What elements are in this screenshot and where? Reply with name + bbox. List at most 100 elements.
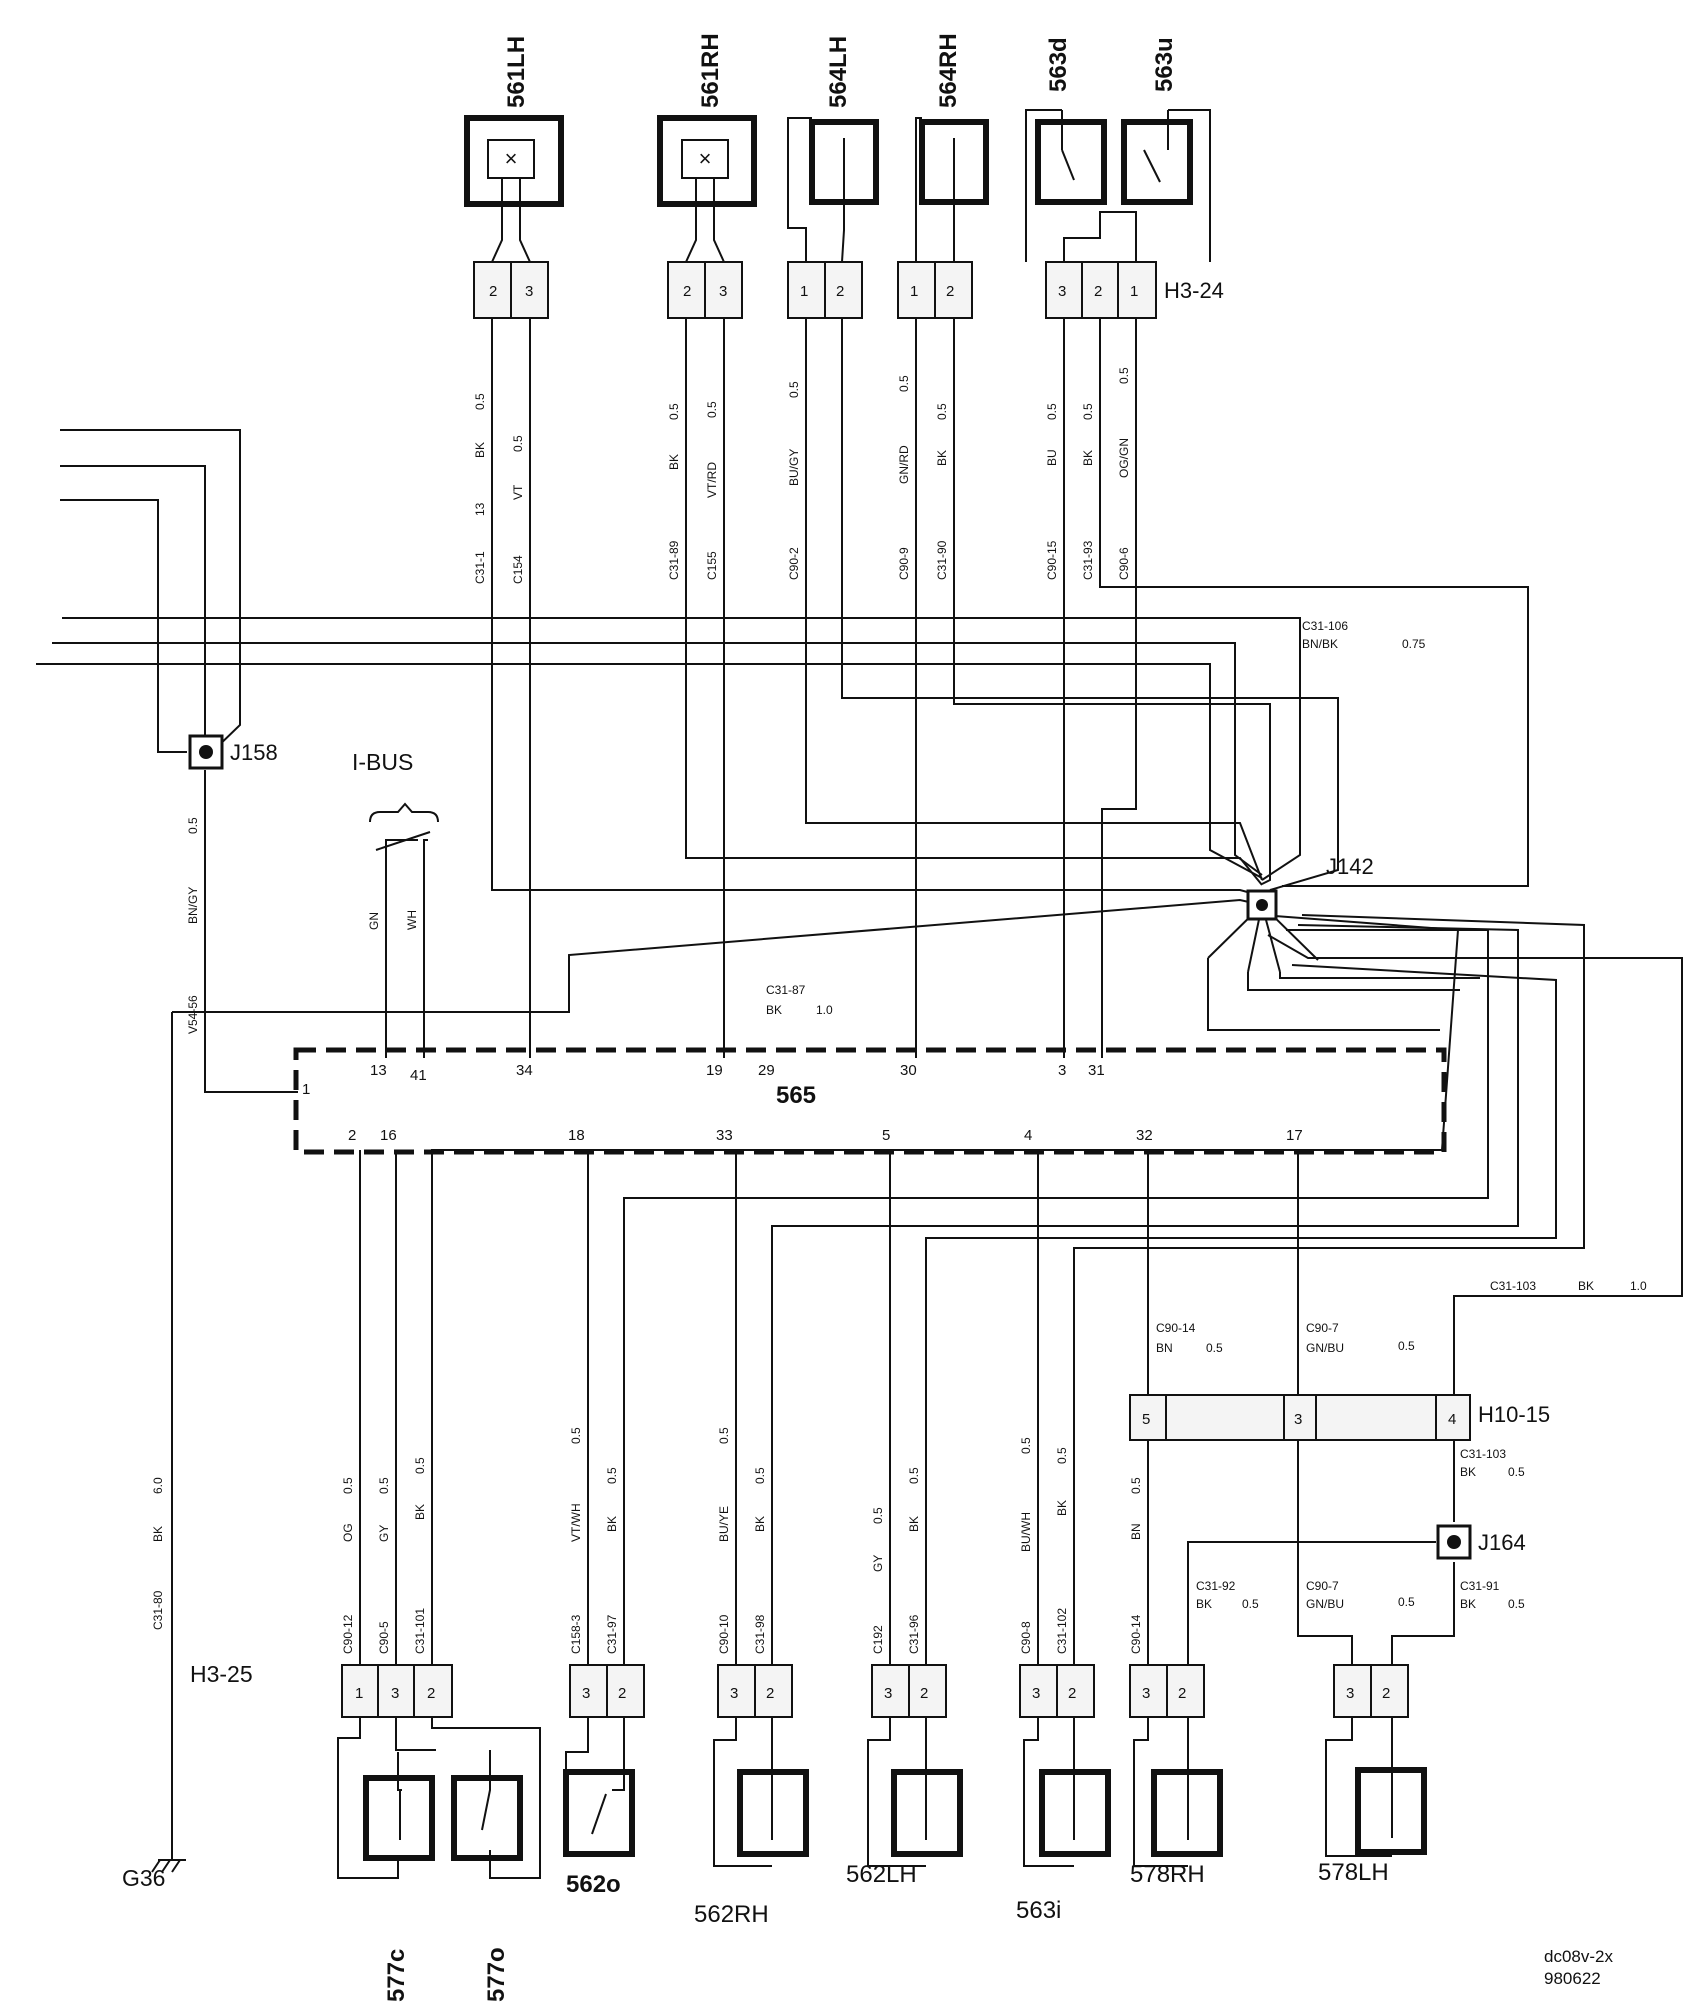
component-564rh: 564RH xyxy=(915,33,989,262)
pin-label: 2 xyxy=(427,1685,435,1702)
svg-text:C158-3: C158-3 xyxy=(569,1614,583,1654)
module-pin-17: 17 xyxy=(1286,1127,1303,1144)
svg-text:0.5: 0.5 xyxy=(1508,1597,1525,1611)
svg-text:C90-15: C90-15 xyxy=(1045,540,1059,580)
svg-text:J164: J164 xyxy=(1478,1530,1526,1555)
module-pin-1: 1 xyxy=(302,1081,310,1098)
pin-label: 2 xyxy=(1094,283,1102,300)
connector-label-h3-25: H3-25 xyxy=(190,1661,253,1687)
svg-text:0.5: 0.5 xyxy=(511,435,525,452)
wire-labels-bottom: C90-12 OG 0.5 C90-5 GY 0.5 C31-101 BK 0.… xyxy=(341,1427,1143,1654)
svg-text:0.5: 0.5 xyxy=(1206,1341,1223,1355)
connector-h10-15: 5 3 4 H10-15 xyxy=(1129,1394,1550,1441)
svg-text:0.5: 0.5 xyxy=(753,1467,767,1484)
svg-text:C155: C155 xyxy=(705,551,719,580)
svg-text:0.5: 0.5 xyxy=(1045,403,1059,420)
pin-label: 2 xyxy=(766,1685,774,1702)
svg-text:0.5: 0.5 xyxy=(1398,1339,1415,1353)
svg-text:C31-103: C31-103 xyxy=(1490,1279,1536,1293)
svg-text:BK: BK xyxy=(1081,450,1095,466)
svg-text:1.0: 1.0 xyxy=(1630,1279,1647,1293)
svg-text:0.5: 0.5 xyxy=(705,401,719,418)
svg-text:0.5: 0.5 xyxy=(377,1477,391,1494)
svg-text:GN/RD: GN/RD xyxy=(897,445,911,484)
svg-text:BK: BK xyxy=(1460,1597,1476,1611)
svg-text:BN/BK: BN/BK xyxy=(1302,637,1338,651)
svg-text:0.5: 0.5 xyxy=(1129,1477,1143,1494)
pin-label: 3 xyxy=(1346,1685,1354,1702)
svg-text:C90-12: C90-12 xyxy=(341,1614,355,1654)
svg-text:0.5: 0.5 xyxy=(897,375,911,392)
cross-icon: × xyxy=(699,146,712,171)
connector-577: 1 3 2 577c 577o xyxy=(337,1664,541,2002)
svg-text:BK: BK xyxy=(473,442,487,458)
svg-text:GY: GY xyxy=(871,1555,885,1572)
pin-label: 2 xyxy=(946,283,954,300)
svg-text:0.5: 0.5 xyxy=(1117,367,1131,384)
connector-label-h10-15: H10-15 xyxy=(1478,1402,1550,1427)
svg-text:C90-5: C90-5 xyxy=(377,1621,391,1654)
svg-text:0.5: 0.5 xyxy=(787,381,801,398)
ground-label: G36 xyxy=(122,1865,165,1891)
svg-text:BN: BN xyxy=(1156,1341,1173,1355)
component-label-578lh: 578LH xyxy=(1318,1859,1389,1886)
svg-text:C31-101: C31-101 xyxy=(413,1608,427,1654)
svg-text:BK: BK xyxy=(1196,1597,1212,1611)
pin-label: 2 xyxy=(836,283,844,300)
svg-text:J142: J142 xyxy=(1326,854,1374,879)
pin-label: 2 xyxy=(683,283,691,300)
connector-563i: 3 2 563i xyxy=(1016,1664,1111,1924)
svg-text:C90-10: C90-10 xyxy=(717,1614,731,1654)
svg-text:C31-90: C31-90 xyxy=(935,540,949,580)
svg-text:BU/GY: BU/GY xyxy=(787,449,801,486)
component-label-577c: 577c xyxy=(383,1949,410,2002)
svg-text:C90-7: C90-7 xyxy=(1306,1579,1339,1593)
svg-text:C31-87: C31-87 xyxy=(766,983,806,997)
svg-text:BK: BK xyxy=(605,1516,619,1532)
component-label-562rh: 562RH xyxy=(694,1901,769,1928)
module-pin-16: 16 xyxy=(380,1127,397,1144)
svg-text:BK: BK xyxy=(1055,1500,1069,1516)
svg-text:0.5: 0.5 xyxy=(1055,1447,1069,1464)
svg-text:C31-80: C31-80 xyxy=(151,1590,165,1630)
svg-text:GN/BU: GN/BU xyxy=(1306,1341,1344,1355)
component-label-564rh: 564RH xyxy=(935,33,962,108)
component-label-563d: 563d xyxy=(1045,37,1072,92)
svg-text:0.5: 0.5 xyxy=(186,817,200,834)
cross-icon: × xyxy=(505,146,518,171)
connector-564lh: 1 2 xyxy=(787,261,863,319)
ground-g36: G36 xyxy=(122,1859,186,1891)
component-563d: 563d xyxy=(1035,37,1107,205)
svg-text:C31-97: C31-97 xyxy=(605,1614,619,1654)
svg-text:OG/GN: OG/GN xyxy=(1117,438,1131,478)
svg-text:C90-14: C90-14 xyxy=(1156,1321,1196,1335)
component-label-563u: 563u xyxy=(1151,37,1178,92)
wire-labels-top: C31-1 13 BK 0.5 C154 VT 0.5 C31-89 BK 0.… xyxy=(473,367,1131,584)
junction-j164: J164 xyxy=(1436,1524,1526,1560)
component-label-562o: 562o xyxy=(566,1871,621,1898)
svg-text:GN/BU: GN/BU xyxy=(1306,1597,1344,1611)
pin-label: 2 xyxy=(618,1685,626,1702)
svg-text:BK: BK xyxy=(766,1003,782,1017)
svg-text:0.5: 0.5 xyxy=(341,1477,355,1494)
svg-text:C192: C192 xyxy=(871,1625,885,1654)
module-pin-41: 41 xyxy=(410,1067,427,1084)
connector-561rh: 2 3 xyxy=(667,261,743,319)
svg-text:OG: OG xyxy=(341,1523,355,1542)
svg-text:1.0: 1.0 xyxy=(816,1003,833,1017)
svg-text:C31-103: C31-103 xyxy=(1460,1447,1506,1461)
svg-text:BN/GY: BN/GY xyxy=(186,887,200,924)
svg-text:0.5: 0.5 xyxy=(935,403,949,420)
pin-label: 3 xyxy=(730,1685,738,1702)
pin-label: 3 xyxy=(1142,1685,1150,1702)
component-label-577o: 577o xyxy=(483,1947,510,2002)
svg-text:C31-92: C31-92 xyxy=(1196,1579,1236,1593)
component-label-564lh: 564LH xyxy=(825,36,852,108)
connector-562lh: 3 2 562LH xyxy=(846,1664,963,1888)
svg-text:0.5: 0.5 xyxy=(907,1467,921,1484)
module-pin-18: 18 xyxy=(568,1127,585,1144)
svg-text:0.5: 0.5 xyxy=(605,1467,619,1484)
module-pin-5: 5 xyxy=(882,1127,890,1144)
component-561rh: × 561RH xyxy=(657,33,757,263)
